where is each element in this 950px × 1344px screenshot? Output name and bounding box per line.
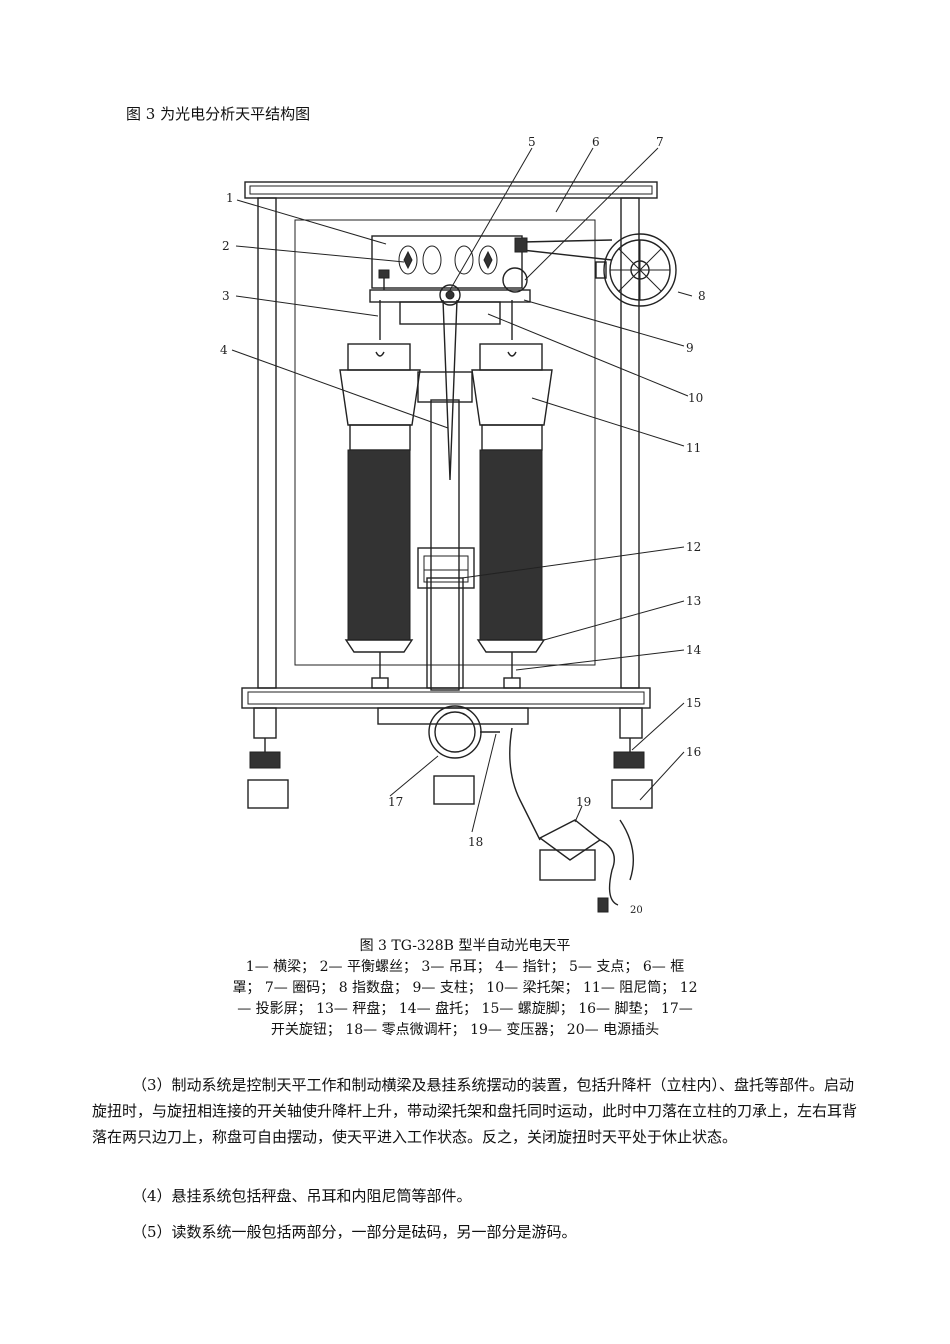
callout-3: 3	[222, 289, 230, 303]
paragraph-suspension-system: （4）悬挂系统包括秤盘、吊耳和内阻尼筒等部件。	[92, 1183, 860, 1209]
intro-text: 图 3 为光电分析天平结构图	[126, 105, 311, 123]
callout-4: 4	[220, 343, 228, 357]
callout-2: 2	[222, 239, 230, 253]
callout-6: 6	[592, 135, 600, 149]
callout-10: 10	[688, 391, 703, 405]
paragraph-reading-system: （5）读数系统一般包括两部分，一部分是砝码，另一部分是游码。	[92, 1219, 860, 1245]
callout-16: 16	[686, 745, 701, 759]
callout-20: 20	[630, 905, 643, 916]
paragraph-text: （5）读数系统一般包括两部分，一部分是砝码，另一部分是游码。	[132, 1223, 577, 1241]
figure-caption: 图 3 TG-328B 型半自动光电天平	[359, 938, 571, 954]
callout-17: 17	[388, 795, 403, 809]
paragraph-text: （3）制动系统是控制天平工作和制动横梁及悬挂系统摆动的装置，包括升降杆（立柱内）…	[92, 1076, 858, 1146]
callout-5: 5	[528, 135, 536, 149]
callout-15: 15	[686, 696, 701, 710]
callout-14: 14	[686, 643, 702, 657]
callout-11: 11	[686, 441, 701, 455]
callout-8: 8	[698, 289, 706, 303]
balance-structure-diagram: 1 2 3 4 5 6 7 8 9 10 11 12 13 14 15 16 1…	[220, 135, 706, 916]
paragraph-braking-system: （3）制动系统是控制天平工作和制动横梁及悬挂系统摆动的装置，包括升降杆（立柱内）…	[92, 1072, 860, 1150]
callout-1: 1	[226, 191, 234, 205]
callout-13: 13	[686, 594, 701, 608]
callout-12: 12	[686, 540, 701, 554]
paragraph-text: （4）悬挂系统包括秤盘、吊耳和内阻尼筒等部件。	[132, 1187, 472, 1205]
callout-7: 7	[656, 135, 664, 149]
callout-9: 9	[686, 341, 694, 355]
callout-18: 18	[468, 835, 483, 849]
callout-19: 19	[576, 795, 591, 809]
figure-legend: 1— 横梁； 2— 平衡螺丝； 3— 吊耳； 4— 指针； 5— 支点； 6— …	[232, 959, 698, 1038]
